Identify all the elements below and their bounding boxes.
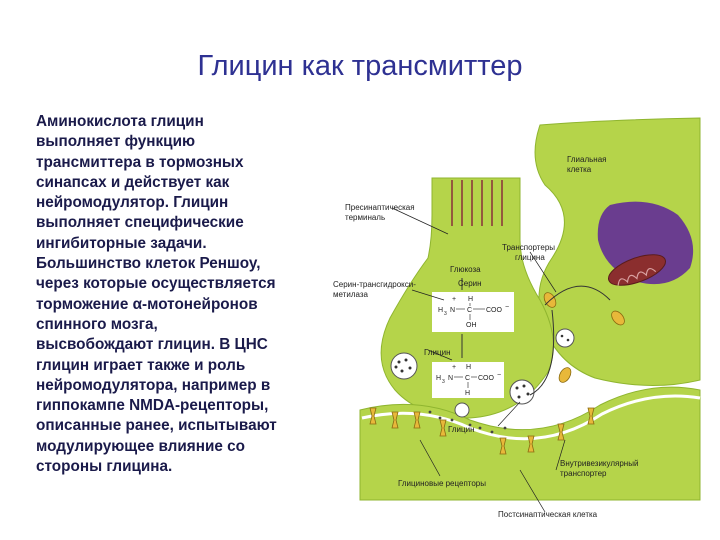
label-glycine-receptors: Глициновые рецепторы bbox=[398, 479, 486, 488]
svg-text:+: + bbox=[452, 296, 456, 303]
svg-text:COO: COO bbox=[486, 307, 503, 314]
svg-text:+: + bbox=[452, 364, 456, 371]
svg-text:OH: OH bbox=[466, 322, 477, 329]
svg-text:3: 3 bbox=[442, 379, 445, 385]
label-vesicular-transporter: транспортер bbox=[560, 469, 607, 478]
label-serine: Серин bbox=[458, 279, 482, 288]
svg-text:H: H bbox=[466, 364, 471, 371]
label-enzyme: Серин-трансгидрокси- bbox=[333, 280, 416, 289]
svg-text:H: H bbox=[468, 296, 473, 303]
svg-text:−: − bbox=[505, 304, 509, 311]
svg-text:C: C bbox=[467, 307, 472, 314]
svg-text:N: N bbox=[448, 375, 453, 382]
svg-text:N: N bbox=[450, 307, 455, 314]
svg-text:COO: COO bbox=[478, 375, 495, 382]
label-transporters: глицина bbox=[515, 253, 545, 262]
svg-text:H: H bbox=[438, 307, 443, 314]
svg-text:H: H bbox=[436, 375, 441, 382]
label-glial-cell: Глиальная bbox=[567, 155, 607, 164]
label-glial-cell: клетка bbox=[567, 165, 592, 174]
label-glycine-cleft: Глицин bbox=[448, 425, 475, 434]
vesicle bbox=[510, 380, 534, 404]
label-postsynaptic: Постсинаптическая клетка bbox=[498, 510, 598, 519]
transporter bbox=[557, 366, 574, 385]
svg-text:C: C bbox=[465, 375, 470, 382]
label-enzyme: метилаза bbox=[333, 290, 369, 299]
label-transporters: Транспортеры bbox=[502, 243, 555, 252]
label-glucose: Глюкоза bbox=[450, 265, 481, 274]
label-presynaptic: терминаль bbox=[345, 213, 385, 222]
label-glycine-inside: Глицин bbox=[424, 348, 451, 357]
vesicle bbox=[455, 403, 469, 417]
label-presynaptic: Пресинаптическая bbox=[345, 203, 415, 212]
svg-text:H: H bbox=[465, 390, 470, 397]
label-vesicular-transporter: Внутривезикулярный bbox=[560, 459, 638, 468]
svg-text:3: 3 bbox=[444, 311, 447, 317]
vesicle bbox=[556, 329, 574, 347]
svg-text:−: − bbox=[497, 372, 501, 379]
